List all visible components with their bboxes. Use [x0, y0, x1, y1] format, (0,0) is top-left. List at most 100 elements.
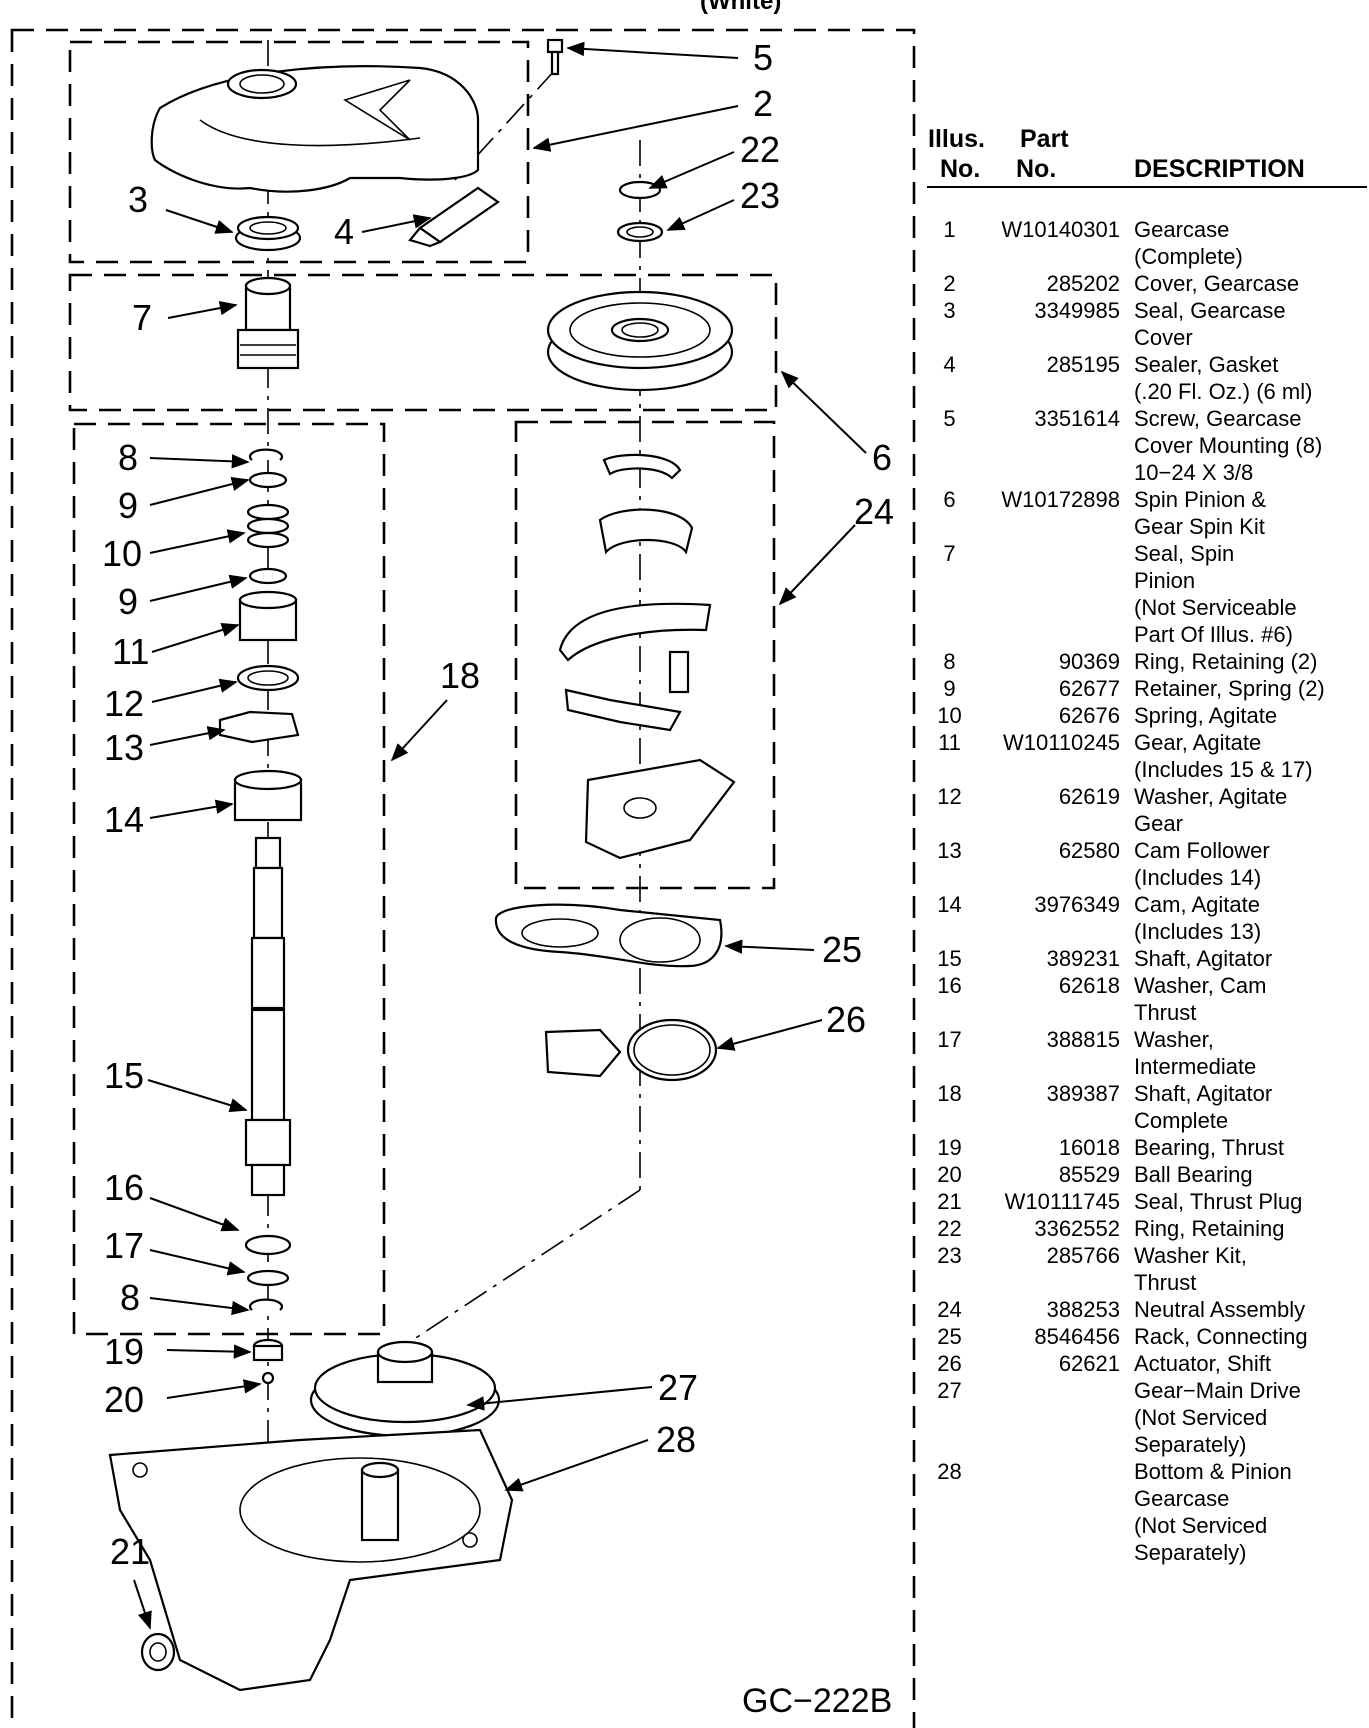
- screw-axis-line: [454, 69, 556, 181]
- lower-washers-parts: [244, 1234, 292, 1311]
- description-cell: Seal, Gearcase Cover: [1134, 298, 1286, 350]
- spin-pinion-group-box: [68, 273, 778, 412]
- callout-8-lower: 8: [120, 1277, 140, 1318]
- illus-no-cell: 12: [937, 784, 962, 809]
- retaining-ring-22-part: [618, 180, 662, 200]
- drive-axis-line: [389, 1189, 641, 1356]
- part-no-cell: 3976349: [1034, 892, 1120, 917]
- callout-2: 2: [753, 83, 773, 124]
- part-no-cell: 90369: [1058, 649, 1120, 674]
- description-cell: Ring, Retaining: [1134, 1216, 1285, 1241]
- part-no-cell: 3362552: [1034, 1216, 1120, 1241]
- description-cell: Seal, Spin Pinion (Not Serviceable Part …: [1134, 541, 1297, 647]
- callout-23: 23: [740, 175, 780, 216]
- illus-no-cell: 5: [943, 406, 956, 431]
- description-cell: Ball Bearing: [1134, 1162, 1253, 1187]
- illus-no-cell: 2: [943, 271, 956, 296]
- part-no-cell: 285766: [1046, 1243, 1120, 1268]
- part-no-cell: 389387: [1046, 1081, 1120, 1106]
- callout-20: 20: [104, 1379, 144, 1420]
- part-no-cell: 62677: [1058, 676, 1120, 701]
- part-no-cell: 285202: [1046, 271, 1120, 296]
- illus-no-cell: 13: [937, 838, 962, 863]
- illus-no-cell: 23: [937, 1243, 962, 1268]
- part-no-cell: 85529: [1058, 1162, 1120, 1187]
- spin-gear-part: [546, 290, 734, 392]
- description-cell: Washer, Intermediate: [1134, 1027, 1257, 1079]
- part-no-cell: 388815: [1046, 1027, 1120, 1052]
- thrust-plug-seal-part: [140, 1632, 176, 1672]
- callout-28: 28: [656, 1419, 696, 1460]
- callout-24: 24: [854, 491, 894, 532]
- description-cell: Rack, Connecting: [1134, 1324, 1308, 1349]
- illus-no-cell: 27: [937, 1378, 962, 1403]
- description-cell: Screw, Gearcase Cover Mounting (8) 10−24…: [1134, 406, 1323, 485]
- table-row: 12 62619 Washer, Agitate Gear: [922, 783, 1362, 837]
- callout-5: 5: [753, 37, 773, 78]
- connecting-rack-part: [494, 903, 723, 968]
- illus-no-cell: 9: [943, 676, 956, 701]
- part-no-cell: W10111745: [1004, 1189, 1120, 1214]
- cover-group-box: [68, 40, 530, 264]
- part-no-cell: W10110245: [1002, 730, 1120, 755]
- table-row: 22 3362552 Ring, Retaining: [922, 1215, 1362, 1242]
- description-cell: Washer, Cam Thrust: [1134, 973, 1267, 1025]
- illus-no-cell: 22: [937, 1216, 962, 1241]
- description-cell: Gear−Main Drive (Not Serviced Separately…: [1134, 1378, 1301, 1457]
- header-part: Part: [1020, 125, 1069, 153]
- callout-26: 26: [826, 999, 866, 1040]
- description-cell: Shaft, Agitator Complete: [1134, 1081, 1273, 1133]
- illus-no-cell: 16: [937, 973, 962, 998]
- part-no-cell: 285195: [1046, 352, 1120, 377]
- shift-actuator-part: [544, 1018, 718, 1082]
- illus-no-cell: 24: [937, 1297, 962, 1322]
- callout-15: 15: [104, 1055, 144, 1096]
- gearcase-cover-seal-part: [234, 215, 302, 252]
- callout-21: 21: [110, 1531, 150, 1572]
- description-cell: Shaft, Agitator: [1134, 946, 1273, 971]
- description-cell: Spin Pinion & Gear Spin Kit: [1134, 487, 1267, 539]
- callout-4: 4: [334, 211, 354, 252]
- illus-no-cell: 18: [937, 1081, 962, 1106]
- description-cell: Neutral Assembly: [1134, 1297, 1306, 1322]
- callout-9-upper: 9: [118, 485, 138, 526]
- description-cell: Cam, Agitate (Includes 13): [1134, 892, 1262, 944]
- part-no-cell: W10140301: [1001, 217, 1120, 242]
- callout-9-lower: 9: [118, 581, 138, 622]
- ball-bearing-part: [261, 1371, 275, 1385]
- illus-no-cell: 15: [937, 946, 962, 971]
- table-row: 18 389387 Shaft, Agitator Complete: [922, 1080, 1362, 1134]
- part-no-cell: 62619: [1058, 784, 1120, 809]
- part-no-cell: 62580: [1058, 838, 1120, 863]
- callout-18: 18: [440, 655, 480, 696]
- illus-no-cell: 25: [937, 1324, 962, 1349]
- illus-no-cell: 26: [937, 1351, 962, 1376]
- illus-no-cell: 14: [937, 892, 962, 917]
- illus-no-cell: 7: [943, 541, 956, 566]
- description-cell: Washer, Agitate Gear: [1134, 784, 1288, 836]
- description-cell: Bearing, Thrust: [1134, 1135, 1285, 1160]
- callout-12: 12: [104, 683, 144, 724]
- description-cell: Sealer, Gasket (.20 Fl. Oz.) (6 ml): [1134, 352, 1313, 404]
- description-cell: Ring, Retaining (2): [1134, 649, 1318, 674]
- gasket-sealer-tube-part: [408, 186, 500, 248]
- drawing-code: GC−222B: [742, 1682, 892, 1720]
- part-no-cell: 62618: [1058, 973, 1120, 998]
- header-illus: Illus.: [928, 125, 985, 153]
- part-no-cell: 3351614: [1034, 406, 1120, 431]
- table-row: 27 Gear−Main Drive (Not Serviced Separate…: [922, 1377, 1362, 1458]
- header-description: DESCRIPTION: [1134, 155, 1305, 183]
